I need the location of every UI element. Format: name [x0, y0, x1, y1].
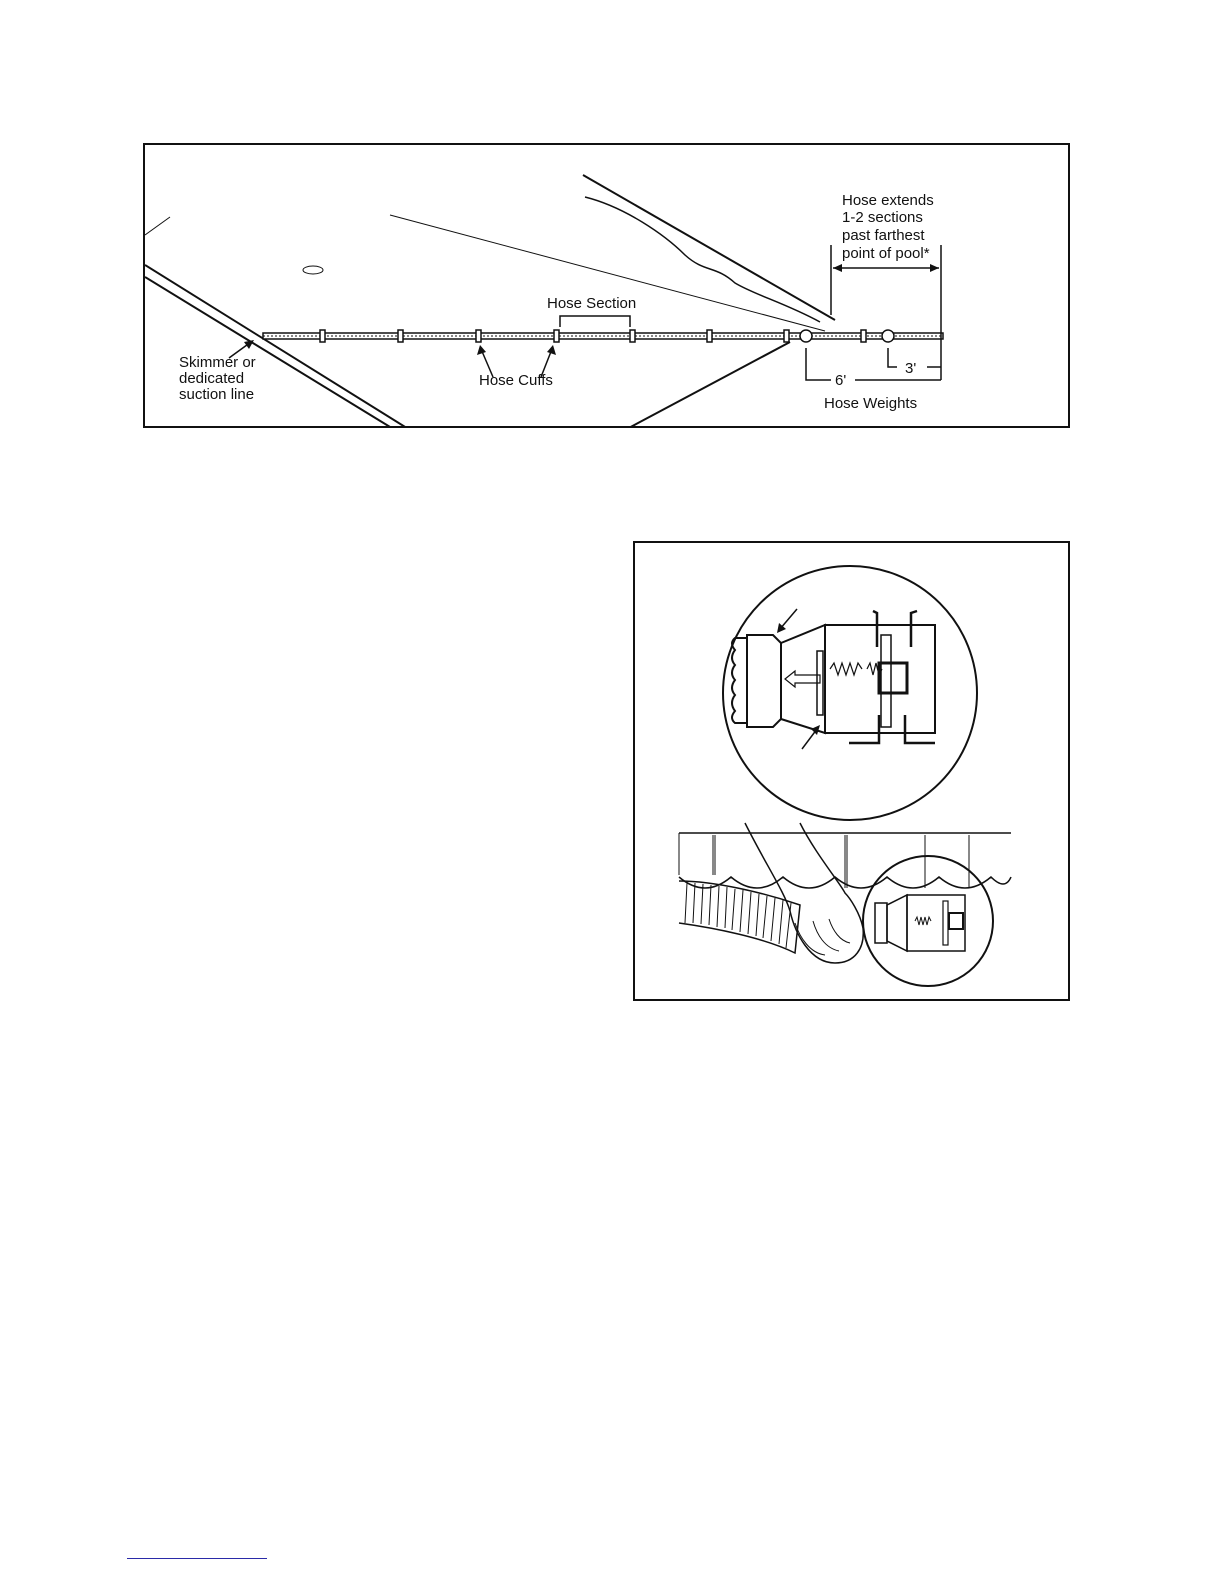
- hose-extends-label-3: past farthest: [842, 227, 925, 244]
- detail-hose-end: [732, 638, 747, 723]
- hose-extends-label-1: Hose extends: [842, 192, 934, 209]
- hose-connection-figure: [633, 541, 1070, 1001]
- wall-bracket-bottom-left: [849, 715, 879, 743]
- small-connector-body: [907, 895, 965, 951]
- detail-hose-cuff: [747, 635, 781, 727]
- footnote-rule: [127, 1558, 267, 1559]
- hose-section-label: Hose Section: [547, 295, 636, 312]
- hose-cuff: [554, 330, 559, 342]
- pool-corner-line: [145, 217, 170, 235]
- pool-wall-edge-left-outer: [145, 265, 410, 428]
- small-hose-cuff: [875, 903, 887, 943]
- wall-bracket-top-right: [911, 611, 917, 647]
- small-latch: [949, 913, 963, 929]
- dim-6ft-bracket: [806, 348, 831, 380]
- dim-3ft-label: 3': [905, 360, 916, 377]
- wall-bracket-bottom-right: [905, 715, 935, 743]
- hose: [263, 330, 943, 342]
- pool-wall-posts: [679, 833, 969, 888]
- hose-weight: [800, 330, 812, 342]
- small-cone: [887, 895, 907, 951]
- hose-section-bracket: [560, 316, 630, 327]
- hose-extends-label-4: point of pool*: [842, 245, 930, 262]
- detail-cone: [781, 625, 825, 733]
- hose-cuff: [630, 330, 635, 342]
- hose-connection-drawing: [635, 543, 1070, 1001]
- hose-extends-label-2: 1-2 sections: [842, 209, 923, 226]
- skimmer-label-1: Skimmer or: [179, 354, 256, 371]
- hand-fingers: [795, 919, 850, 955]
- detail-magnifier-circle: [723, 566, 977, 820]
- hose-cuff: [476, 330, 481, 342]
- hose-cuff: [784, 330, 789, 342]
- skimmer-label-3: suction line: [179, 386, 254, 403]
- dim-6ft-label: 6': [835, 372, 846, 389]
- hose-cuff: [320, 330, 325, 342]
- main-drain: [303, 266, 323, 274]
- detail-spring: [830, 663, 862, 675]
- hose-layout-figure: Hose extends 1-2 sections past farthest …: [143, 143, 1070, 428]
- skimmer-label-2: dedicated: [179, 370, 244, 387]
- wall-bracket-top-left: [873, 611, 877, 647]
- pointer-arrow-cuff: [780, 609, 797, 629]
- hose-weights-label: Hose Weights: [824, 395, 917, 412]
- pool-hose-ribs: [685, 883, 791, 948]
- hose-cuff: [707, 330, 712, 342]
- hose-cuff: [398, 330, 403, 342]
- hose-weight: [882, 330, 894, 342]
- dim-3ft-bracket: [888, 348, 897, 367]
- hose-cuffs-label: Hose Cuffs: [479, 372, 553, 389]
- pool-floor-line: [390, 215, 825, 331]
- hose-layout-drawing: Hose extends 1-2 sections past farthest …: [145, 145, 1070, 428]
- pool-floor-edge-bottom: [625, 342, 790, 428]
- detail-flow-arrow: [785, 671, 820, 687]
- detail-valve-plate: [881, 635, 891, 727]
- pool-wall-edge-left-inner: [145, 277, 395, 428]
- detail-latch: [879, 663, 907, 693]
- hose-cuff: [861, 330, 866, 342]
